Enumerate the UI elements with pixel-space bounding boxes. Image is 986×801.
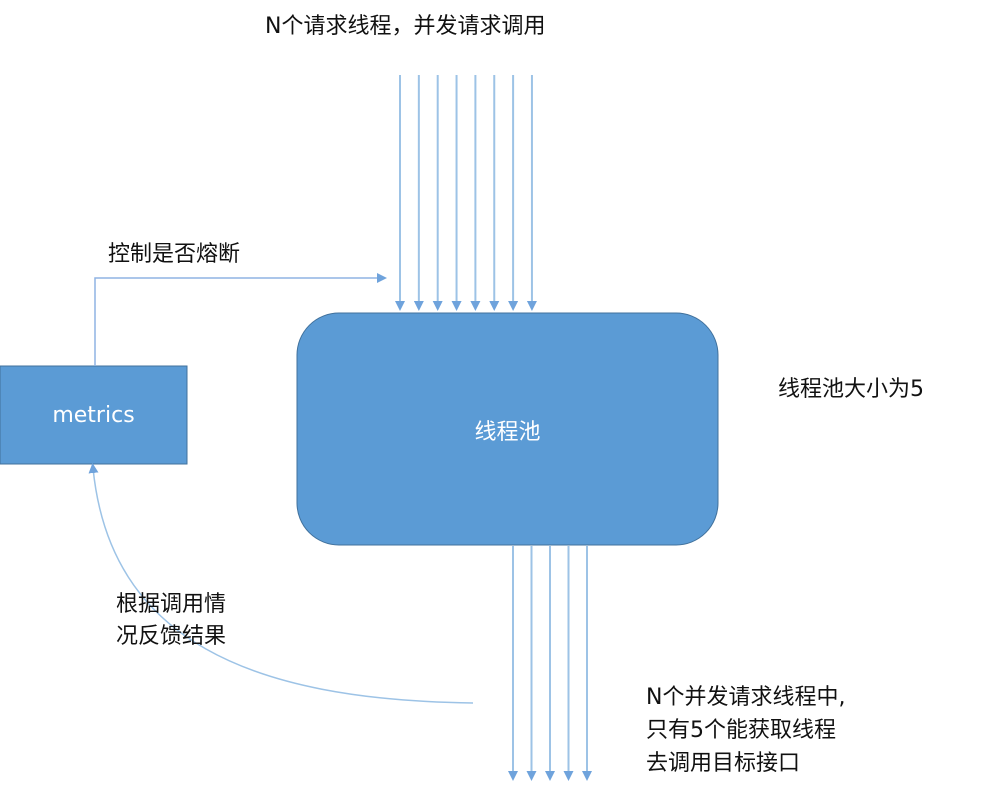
incoming-request-arrows: [395, 75, 537, 311]
outgoing-thread-arrows: [508, 546, 592, 781]
pool-size-label: 线程池大小为5: [778, 377, 924, 402]
metrics-label: metrics: [52, 403, 135, 428]
bottom-label-line3: 去调用目标接口: [646, 751, 801, 776]
control-arrow: [94, 273, 387, 366]
bottom-label-line1: N个并发请求线程中,: [646, 685, 846, 710]
thread-pool-label: 线程池: [474, 420, 541, 445]
bottom-label-line2: 只有5个能获取线程: [646, 718, 836, 743]
feedback-label-line1: 根据调用情: [116, 592, 227, 617]
feedback-label-line2: 况反馈结果: [116, 624, 227, 649]
top-label: N个请求线程，并发请求调用: [265, 14, 546, 39]
feedback-arrow: [88, 463, 474, 704]
thread-pool-box: [296, 312, 719, 546]
control-label: 控制是否熔断: [108, 242, 241, 267]
metrics-box: [0, 365, 188, 465]
